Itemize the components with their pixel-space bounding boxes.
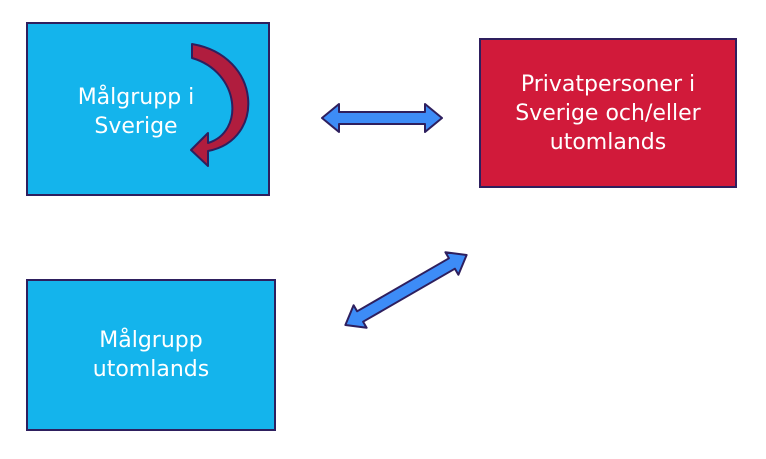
malgrupp-sverige-box: Målgrupp i Sverige: [26, 22, 270, 196]
privatpersoner-label: Privatpersoner i Sverige och/eller utoml…: [515, 71, 701, 155]
privatpersoner-box: Privatpersoner i Sverige och/eller utoml…: [479, 38, 737, 188]
malgrupp-utomlands-label: Målgrupp utomlands: [92, 328, 210, 382]
double-arrow-diagonal: [344, 251, 468, 329]
double-arrow-horizontal: [321, 103, 443, 133]
curved-arrow-icon: [190, 43, 250, 167]
malgrupp-sverige-label: Målgrupp i Sverige: [77, 85, 195, 139]
malgrupp-utomlands-box: Målgrupp utomlands: [26, 279, 276, 431]
